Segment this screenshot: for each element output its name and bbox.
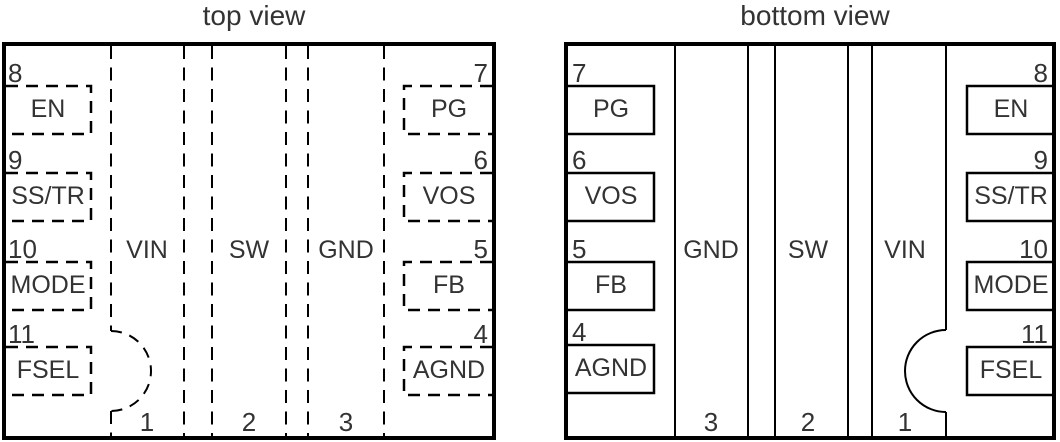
pin-pad-pg	[568, 84, 656, 136]
bottom-view-title: bottom view	[740, 0, 890, 31]
pin-pad-vos	[568, 171, 656, 223]
pin-label-pg: PG	[431, 95, 467, 123]
pin-label-mode: MODE	[11, 271, 86, 299]
pin-pad-pg	[402, 84, 492, 136]
pin-label-sstr: SS/TR	[974, 182, 1048, 210]
pin-number-5: 5	[572, 234, 586, 264]
pin-number-10: 10	[8, 234, 37, 264]
pin-pad-sstr	[965, 171, 1052, 223]
pin-label-sstr: SS/TR	[11, 182, 85, 210]
column-label-vin: VIN	[884, 236, 926, 264]
pin-pad-mode	[6, 260, 93, 312]
pad-number-3: 3	[704, 407, 718, 437]
pad-number-1: 1	[140, 407, 154, 437]
column-label-sw: SW	[788, 236, 829, 264]
top-view-diagram: top view VIN SW GND 1 2 3 8 EN 9 SS/TR 1…	[2, 0, 496, 440]
pin-pad-fsel	[6, 345, 93, 397]
pin-label-vos: VOS	[423, 182, 476, 210]
pin1-indicator-notch	[110, 330, 152, 412]
pin-label-fsel: FSEL	[17, 356, 80, 384]
pin-pad-vos	[402, 171, 492, 223]
bottom-view-package-outline	[564, 42, 1056, 440]
pad-number-3: 3	[339, 407, 353, 437]
pin-number-4: 4	[474, 319, 488, 349]
pin-number-5: 5	[474, 234, 488, 264]
pin-number-9: 9	[8, 145, 22, 175]
pin-pad-agnd	[402, 345, 492, 397]
pad-number-2: 2	[242, 407, 256, 437]
column-label-vin: VIN	[126, 236, 168, 264]
column-label-sw: SW	[229, 236, 270, 264]
pin1-indicator-notch	[904, 329, 947, 413]
pin-number-7: 7	[572, 58, 586, 88]
column-label-gnd: GND	[683, 236, 739, 264]
pin-number-8: 8	[8, 58, 22, 88]
pin-label-fsel: FSEL	[980, 356, 1043, 384]
pin-number-11: 11	[1021, 319, 1048, 349]
bottom-view-diagram: bottom view GND SW VIN 3 2 1 7 PG 6 VOS …	[564, 0, 1056, 440]
pin-number-6: 6	[572, 145, 586, 175]
pad-number-2: 2	[801, 407, 815, 437]
pin-number-10: 10	[1019, 234, 1048, 264]
pin-number-7: 7	[474, 58, 488, 88]
pin-pad-mode	[965, 260, 1052, 312]
pin-label-pg: PG	[593, 95, 629, 123]
pin-label-en: EN	[31, 95, 66, 123]
pin-pad-fb	[402, 260, 492, 312]
pin-pad-fb	[568, 260, 656, 312]
pin-pad-en	[6, 84, 93, 136]
pin-number-11: 11	[8, 319, 35, 349]
pin-label-vos: VOS	[585, 182, 638, 210]
pin-label-fb: FB	[433, 271, 465, 299]
pin-label-en: EN	[994, 95, 1029, 123]
pin-number-9: 9	[1034, 145, 1048, 175]
pin-label-mode: MODE	[974, 271, 1049, 299]
pin-number-4: 4	[572, 317, 586, 347]
top-view-title: top view	[203, 0, 306, 31]
top-view-package-outline	[2, 42, 496, 440]
pad-number-1: 1	[898, 407, 912, 437]
pin-pad-sstr	[6, 171, 93, 223]
pin-label-fb: FB	[595, 271, 627, 299]
pin-number-6: 6	[474, 145, 488, 175]
pin-number-8: 8	[1034, 58, 1048, 88]
pin-pad-en	[965, 84, 1052, 136]
column-label-gnd: GND	[318, 236, 374, 264]
pin-label-agnd: AGND	[413, 356, 485, 384]
pin-pad-agnd	[568, 343, 656, 395]
pin-label-agnd: AGND	[575, 354, 647, 382]
pin-pad-fsel	[965, 345, 1052, 397]
